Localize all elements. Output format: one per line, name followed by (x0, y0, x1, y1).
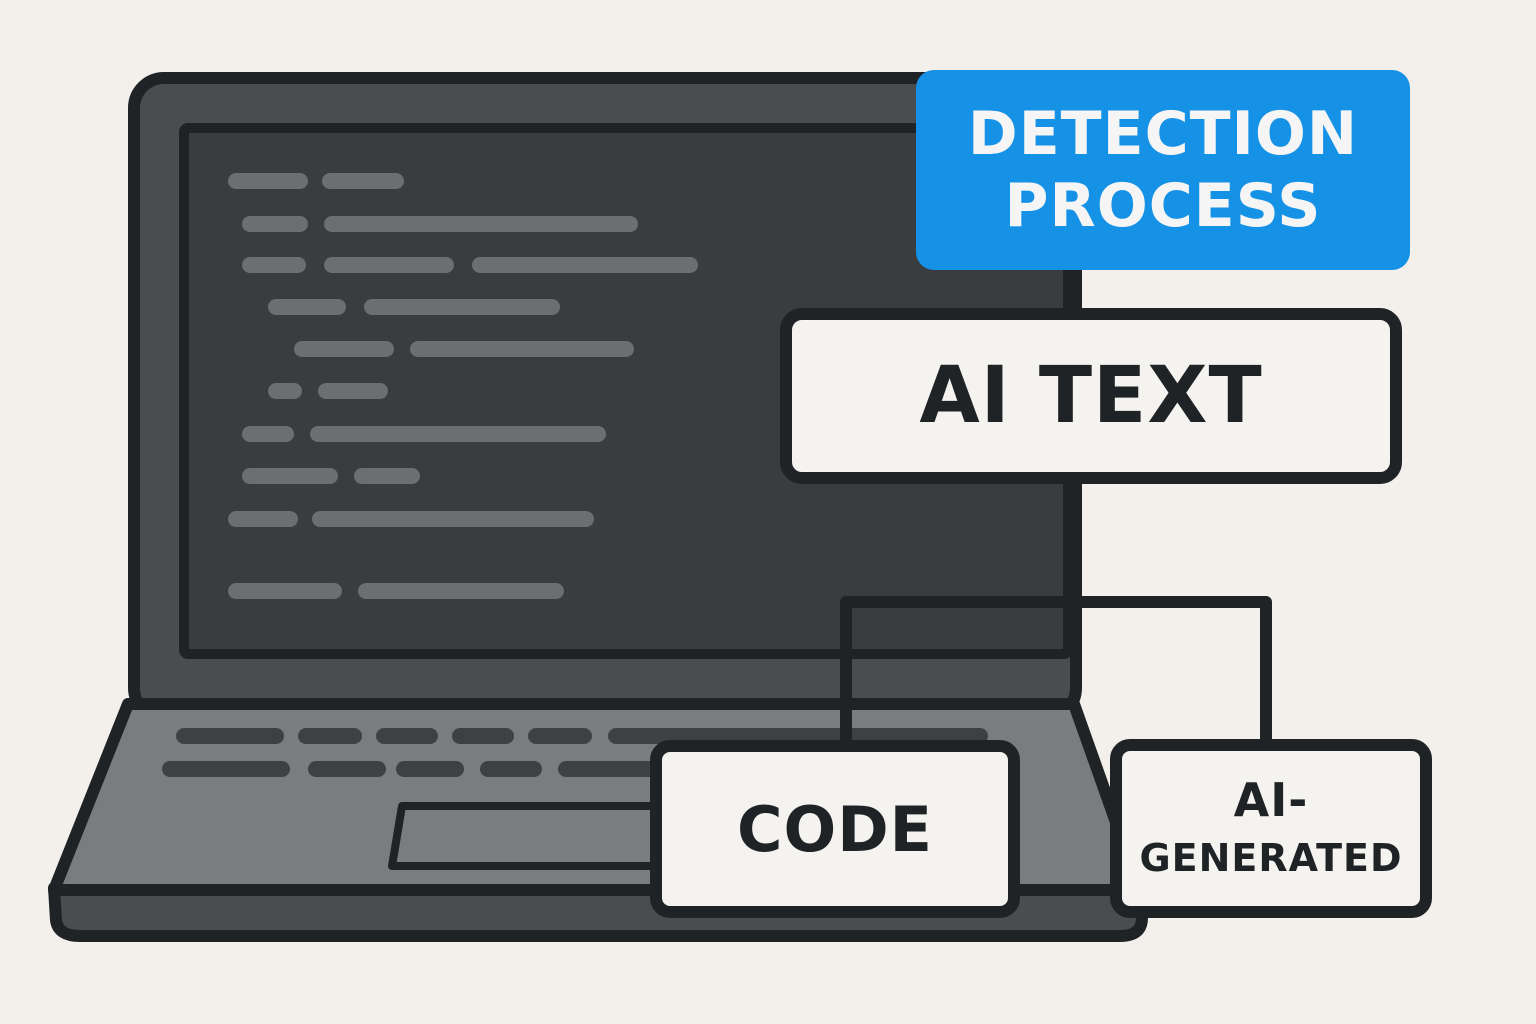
ai-generated-box (1110, 739, 1432, 918)
keyboard-keys (162, 728, 988, 777)
ai-text-label: AI TEXT (919, 351, 1263, 441)
ai-text-node: AI TEXT (786, 314, 1396, 478)
detection-process-title: DETECTION PROCESS (916, 70, 1410, 270)
ai-generated-node: AI- GENERATED (1116, 745, 1426, 912)
code-node: CODE (656, 746, 1014, 912)
detection-title-line2: PROCESS (1004, 171, 1322, 241)
code-box (650, 740, 1020, 918)
code-label: CODE (736, 792, 934, 866)
ai-text-box (780, 308, 1402, 484)
detection-banner (916, 70, 1410, 270)
detection-title-line1: DETECTION (967, 99, 1359, 169)
code-lines (228, 173, 698, 599)
ai-generated-label-line1: AI- (1233, 772, 1309, 827)
ai-generated-label-line2: GENERATED (1139, 835, 1403, 880)
connector-line (840, 596, 1272, 744)
